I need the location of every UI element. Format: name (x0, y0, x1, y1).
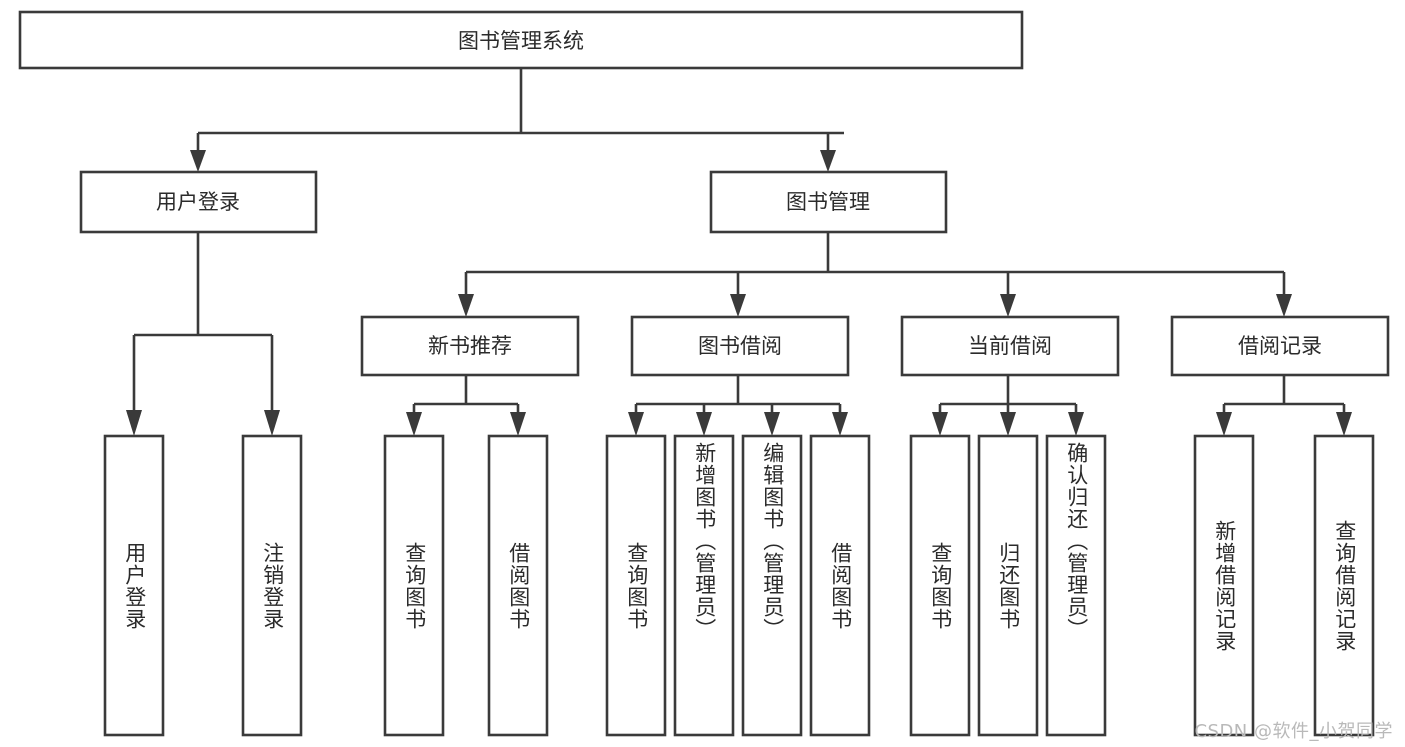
leaf-label-wrap-add-book: 新增图书（管理员） (675, 442, 733, 735)
node-book-management[interactable]: 图书管理 (709, 170, 948, 234)
node-label-borrow-record: 借阅记录 (1238, 334, 1322, 358)
arrow-head-leaf-borrow-book-1 (510, 412, 526, 436)
leaf-label-wrap-return-book: 归还图书 (979, 436, 1037, 735)
node-box-leaf-edit-book[interactable] (741, 434, 803, 737)
leaf-label-wrap-borrow-book-1: 借阅图书 (489, 436, 547, 735)
leaf-label-confirm-return: 确认归还（管理员） (1064, 442, 1089, 640)
arrow-head-record (1276, 294, 1292, 317)
leaf-label-wrap-query-book-3: 查询图书 (911, 436, 969, 735)
leaf-label-borrow-book-1: 借阅图书 (506, 541, 531, 630)
leaf-label-wrap-edit-book: 编辑图书（管理员） (743, 442, 801, 735)
leaf-label-wrap-confirm-return: 确认归还（管理员） (1047, 442, 1105, 735)
arrow-head-book-management (820, 150, 836, 172)
node-box-user-login[interactable] (79, 170, 318, 234)
node-book-borrow[interactable]: 图书借阅 (630, 315, 850, 377)
node-title[interactable]: 图书管理系统 (18, 10, 1024, 70)
node-label-current-borrow: 当前借阅 (968, 334, 1052, 358)
node-box-leaf-confirm-return[interactable] (1045, 434, 1107, 737)
leaf-label-return-book: 归还图书 (996, 541, 1021, 630)
leaf-label-wrap-add-record: 新增借阅记录 (1195, 436, 1253, 735)
node-box-leaf-query-book-3[interactable] (909, 434, 971, 737)
arrow-head-leaf-confirm-return (1068, 412, 1084, 436)
arrow-head-leaf-edit-book (764, 412, 780, 436)
node-box-book-borrow[interactable] (630, 315, 850, 377)
node-current-borrow[interactable]: 当前借阅 (900, 315, 1120, 377)
node-box-current-borrow[interactable] (900, 315, 1120, 377)
node-box-new-book-recommend[interactable] (360, 315, 580, 377)
node-user-login[interactable]: 用户登录 (79, 170, 318, 234)
node-box-title[interactable] (18, 10, 1024, 70)
leaf-label-query-record: 查询借阅记录 (1332, 519, 1357, 652)
arrow-head-recommend (458, 294, 474, 317)
leaf-label-logout-login: 注销登录 (260, 541, 285, 630)
node-new-book-recommend[interactable]: 新书推荐 (360, 315, 580, 377)
connector-group-root (190, 68, 844, 172)
leaf-label-wrap-query-book-1: 查询图书 (385, 436, 443, 735)
node-box-leaf-logout-login[interactable] (241, 434, 303, 737)
node-label-user-login: 用户登录 (156, 190, 240, 214)
connector-group-current-borrow (932, 375, 1084, 436)
leaf-label-query-book-3: 查询图书 (928, 541, 953, 630)
leaf-label-query-book-2: 查询图书 (624, 541, 649, 630)
arrow-head-leaf-query-book-1 (406, 412, 422, 436)
arrow-head-leaf-query-record (1336, 412, 1352, 436)
arrow-head-borrow (730, 294, 746, 317)
leaf-label-wrap-query-record: 查询借阅记录 (1315, 436, 1373, 735)
node-label-title: 图书管理系统 (458, 29, 584, 53)
node-box-leaf-query-record[interactable] (1313, 434, 1375, 737)
leaf-label-query-book-1: 查询图书 (402, 541, 427, 630)
arrow-head-leaf-logout-login (264, 410, 280, 436)
connector-group-user-login (126, 232, 280, 436)
node-box-leaf-add-book[interactable] (673, 434, 735, 737)
node-box-borrow-record[interactable] (1170, 315, 1390, 377)
leaf-label-add-record: 新增借阅记录 (1212, 519, 1237, 652)
node-box-leaf-user-login[interactable] (103, 434, 165, 737)
node-box-book-management[interactable] (709, 170, 948, 234)
node-label-book-borrow: 图书借阅 (698, 334, 782, 358)
arrow-head-leaf-add-book (696, 412, 712, 436)
node-box-leaf-borrow-book-1[interactable] (487, 434, 549, 737)
leaf-label-edit-book: 编辑图书（管理员） (760, 442, 785, 640)
arrow-head-leaf-query-book-3 (932, 412, 948, 436)
arrow-head-leaf-user-login (126, 410, 142, 436)
watermark-text: CSDN @软件_小贺同学 (1194, 721, 1393, 742)
leaf-label-wrap-user-login: 用户登录 (105, 436, 163, 735)
node-box-leaf-return-book[interactable] (977, 434, 1039, 737)
node-box-leaf-query-book-2[interactable] (605, 434, 667, 737)
connector-group-recommend (406, 375, 526, 436)
arrow-head-leaf-return-book (1000, 412, 1016, 436)
leaf-label-wrap-borrow-book-2: 借阅图书 (811, 436, 869, 735)
leaf-label-wrap-logout-login: 注销登录 (243, 436, 301, 735)
node-borrow-record[interactable]: 借阅记录 (1170, 315, 1390, 377)
connector-group-borrow-record (1216, 375, 1352, 436)
arrow-head-current (1000, 294, 1016, 317)
arrow-head-user-login (190, 150, 206, 172)
node-label-new-book-recommend: 新书推荐 (428, 334, 512, 358)
connector-group-book-borrow (628, 375, 848, 436)
arrow-head-leaf-add-record (1216, 412, 1232, 436)
node-label-book-management: 图书管理 (786, 190, 870, 214)
leaf-label-user-login: 用户登录 (122, 541, 147, 630)
arrow-head-leaf-borrow-book-2 (832, 412, 848, 436)
leaf-label-wrap-query-book-2: 查询图书 (607, 436, 665, 735)
leaf-label-add-book: 新增图书（管理员） (692, 442, 717, 640)
node-box-leaf-add-record[interactable] (1193, 434, 1255, 737)
leaf-label-borrow-book-2: 借阅图书 (828, 541, 853, 630)
node-box-leaf-borrow-book-2[interactable] (809, 434, 871, 737)
node-box-leaf-query-book-1[interactable] (383, 434, 445, 737)
arrow-head-leaf-query-book-2 (628, 412, 644, 436)
connector-group-book-management (458, 232, 1292, 317)
